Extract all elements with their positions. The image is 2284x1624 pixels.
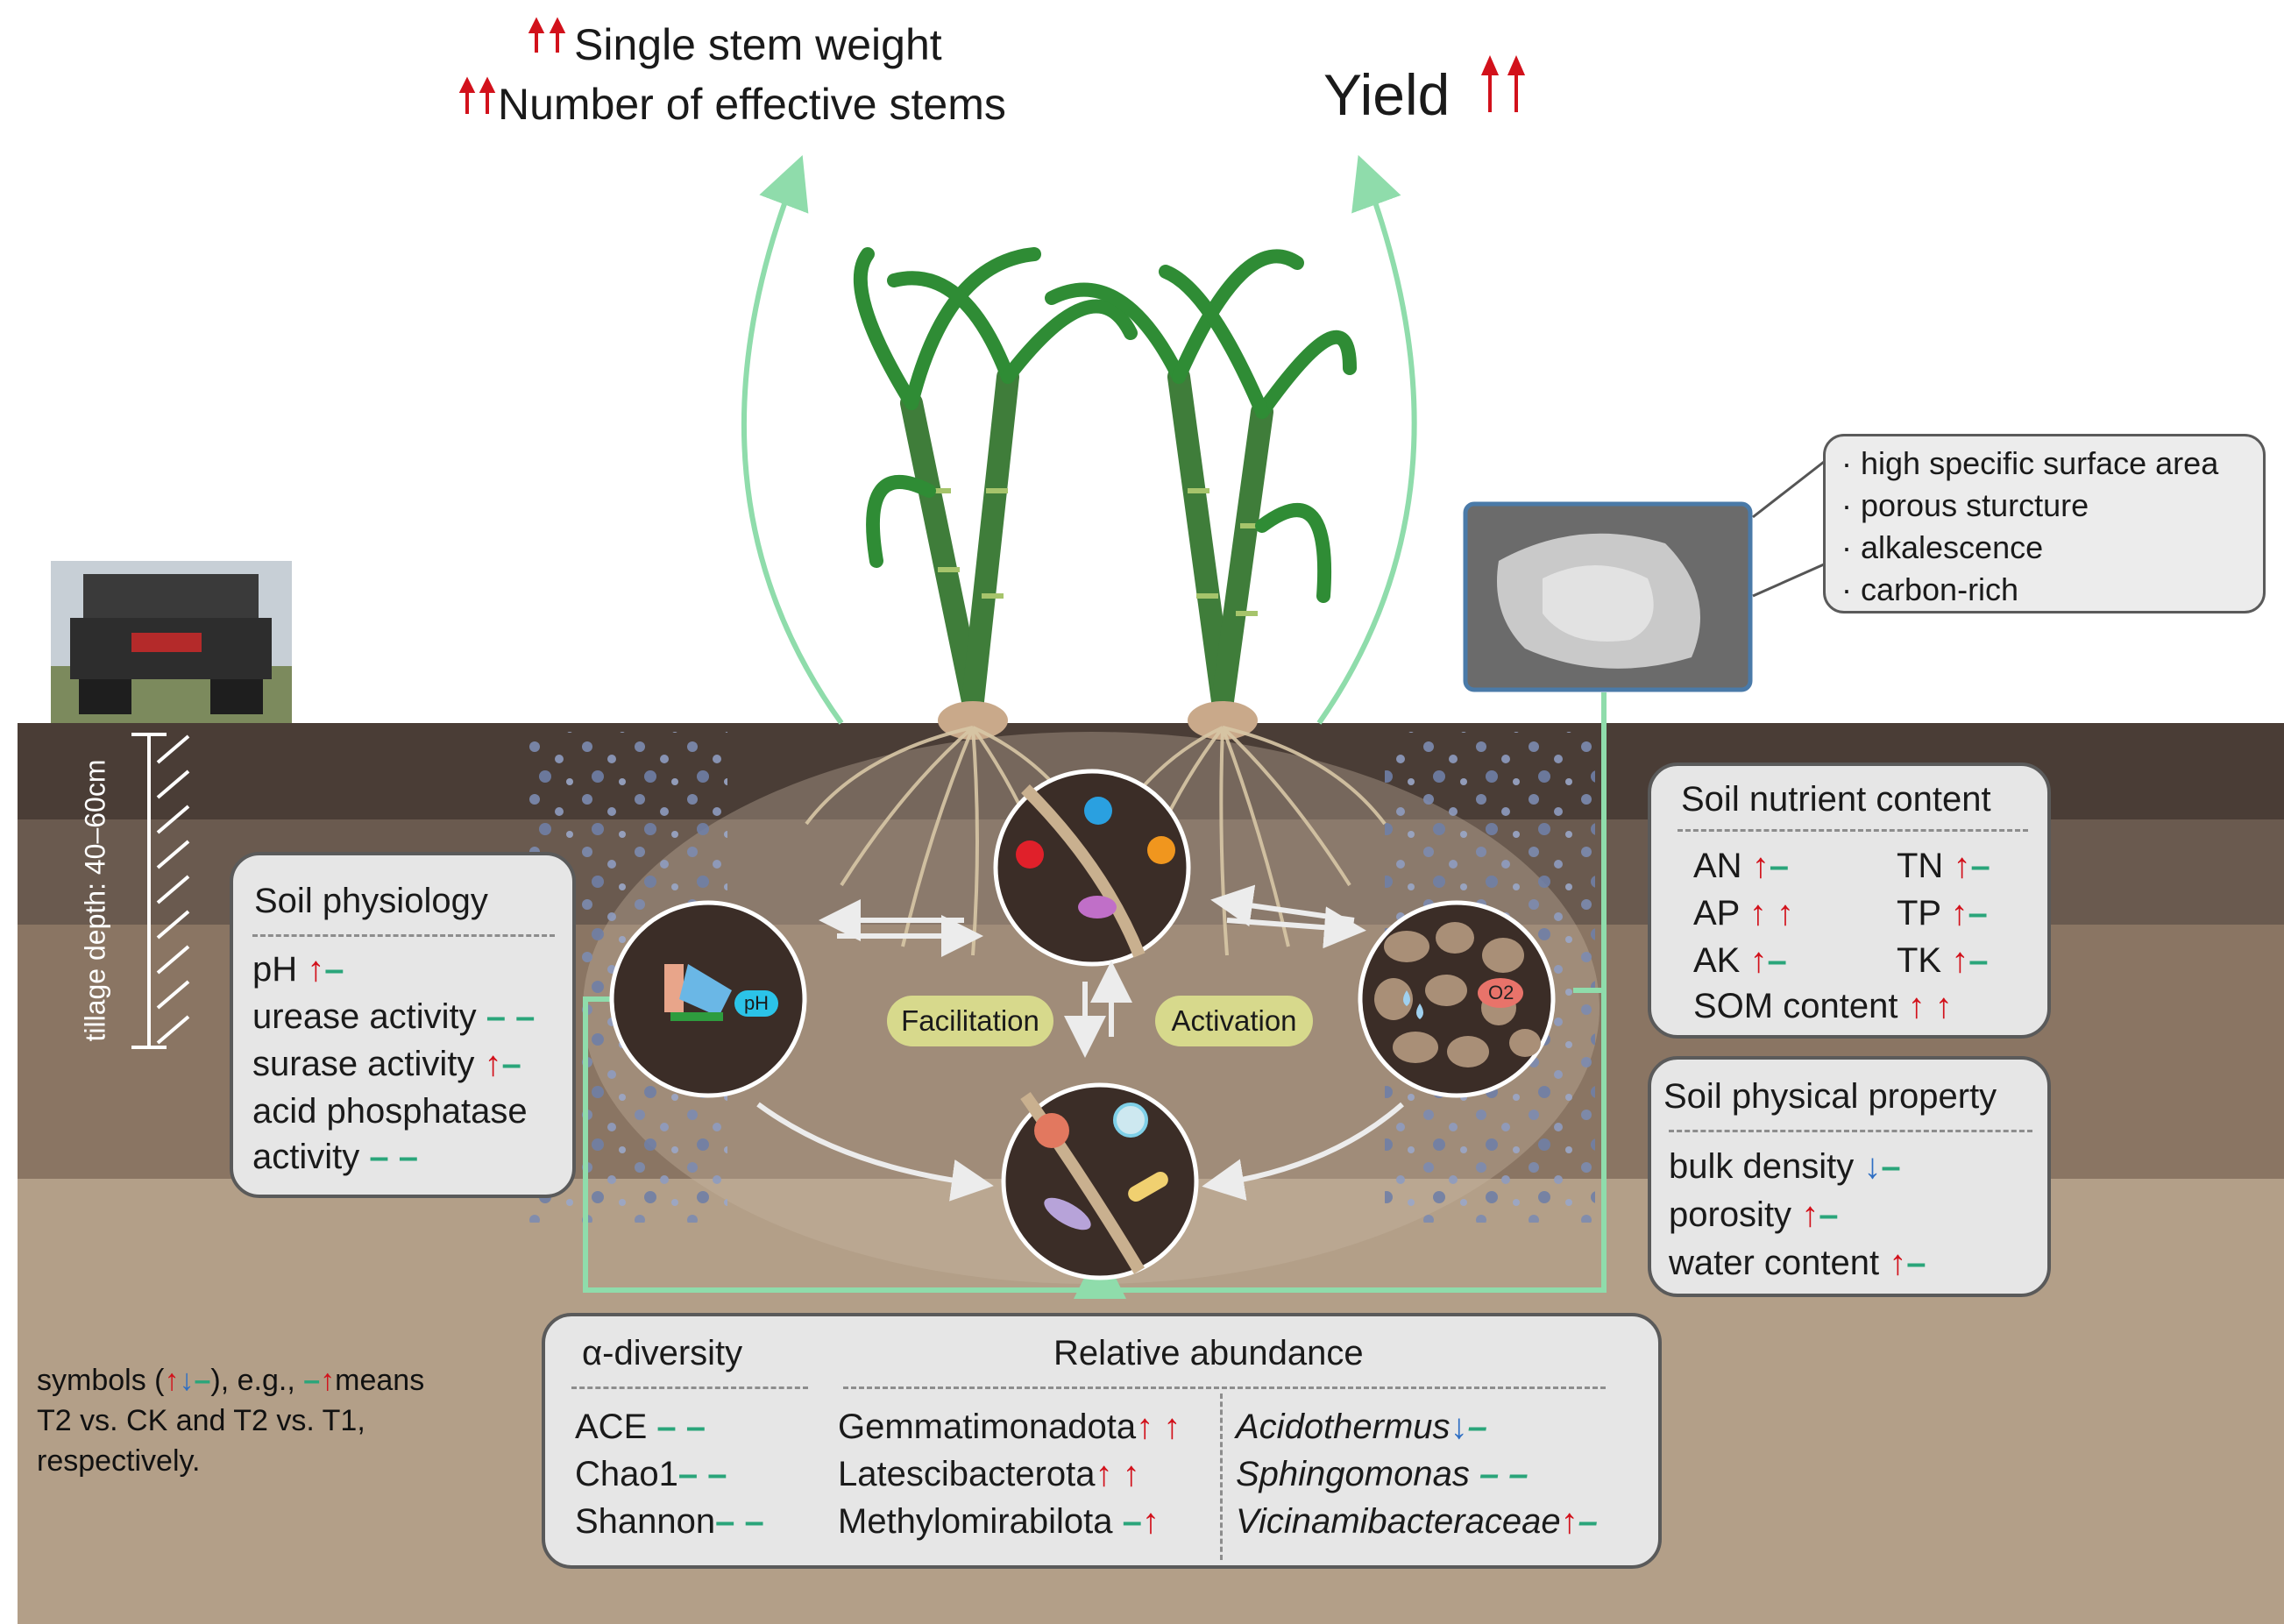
green-arrow-right: [1316, 154, 1417, 725]
som-label: SOM content: [1693, 987, 1898, 1025]
alpha-title: α-diversity: [582, 1334, 743, 1372]
sugarcane-plants: [805, 247, 1387, 956]
tillage-depth-label: tillage depth: 40–60cm: [79, 759, 111, 1042]
activation-tag: Activation: [1155, 996, 1313, 1046]
shannon-label: Shannon: [575, 1502, 716, 1541]
green-arrow-left: [741, 154, 844, 725]
physical-title: Soil physical property: [1663, 1077, 1997, 1116]
an-label: AN: [1693, 847, 1742, 885]
legend-line1a: symbols (: [37, 1364, 165, 1397]
rel-abundance-title: Relative abundance: [1053, 1334, 1364, 1372]
yield-label: Yield: [1323, 62, 1451, 127]
facilitation-tag: Facilitation: [887, 996, 1053, 1046]
o2-label: O2: [1488, 982, 1514, 1003]
legend-line1b: ), e.g.,: [210, 1364, 295, 1397]
activity-label: activity: [252, 1138, 360, 1176]
tn-label: TN: [1897, 847, 1944, 885]
microbial-box: α-diversity Relative abundance ACE – – C…: [542, 1313, 1662, 1569]
tk-label: TK: [1897, 941, 1942, 980]
methylomirabilota-label: Methylomirabilota: [838, 1502, 1113, 1541]
green-loop: [583, 692, 1607, 1293]
circle-bottom: [1001, 1082, 1199, 1280]
water-content-label: water content: [1669, 1244, 1880, 1282]
nutrient-title: Soil nutrient content: [1681, 780, 1991, 819]
sphingomonas-label: Sphingomonas: [1236, 1455, 1470, 1493]
circle-top: [993, 769, 1191, 967]
prop-2: porous sturcture: [1861, 487, 2089, 523]
chao1-label: Chao1: [575, 1455, 678, 1493]
soil-nutrient-box: Soil nutrient content AN ↑– TN ↑– AP ↑ ↑…: [1648, 762, 2051, 1039]
legend-line1c: means: [335, 1364, 425, 1397]
acidothermus-label: Acidothermus: [1236, 1408, 1451, 1446]
ap-label: AP: [1693, 894, 1740, 933]
effective-stems: Number of effective stems: [498, 80, 1006, 129]
urease-label: urease activity: [252, 997, 477, 1036]
ak-label: AK: [1693, 941, 1741, 980]
ace-label: ACE: [575, 1408, 648, 1446]
symbols-legend: symbols (↑↓–), e.g., –↑means T2 vs. CK a…: [37, 1360, 424, 1481]
latescibacterota-label: Latescibacterota: [838, 1455, 1096, 1493]
circle-left: [609, 900, 807, 1098]
single-stem-weight: Single stem weight: [574, 20, 942, 69]
acid-phosphatase-label: acid phosphatase: [252, 1092, 528, 1131]
prop-1: high specific surface area: [1861, 445, 2219, 481]
soil-physical-box: Soil physical property bulk density ↓– p…: [1648, 1056, 2051, 1297]
circle-right: [1358, 900, 1556, 1098]
gemmatimonadota-label: Gemmatimonadota: [838, 1408, 1137, 1446]
soil-physiology-box: Soil physiology pH ↑– urease activity – …: [230, 852, 576, 1198]
hatch-marks: [156, 734, 190, 1045]
legend-line2: T2 vs. CK and T2 vs. T1,: [37, 1404, 365, 1437]
porosity-label: porosity: [1669, 1195, 1792, 1234]
vicinamibacteraceae-label: Vicinamibacteraceae: [1236, 1502, 1561, 1541]
prop-4: carbon-rich: [1861, 571, 2019, 607]
biochar-properties: · high specific surface area · porous st…: [1823, 434, 2266, 613]
tillage-machine-photo: [51, 561, 292, 723]
soil-physiology-title: Soil physiology: [254, 882, 488, 920]
prop-3: alkalescence: [1861, 529, 2044, 565]
bulk-density-label: bulk density: [1669, 1147, 1855, 1186]
top-up-arrows: [458, 17, 1526, 114]
ph-badge: pH: [734, 990, 778, 1017]
surase-label: surase activity: [252, 1045, 475, 1083]
ph-label: pH: [252, 950, 298, 989]
tp-label: TP: [1897, 894, 1941, 933]
legend-line3: respectively.: [37, 1444, 201, 1478]
biochar-sem-image: [1463, 501, 1753, 692]
